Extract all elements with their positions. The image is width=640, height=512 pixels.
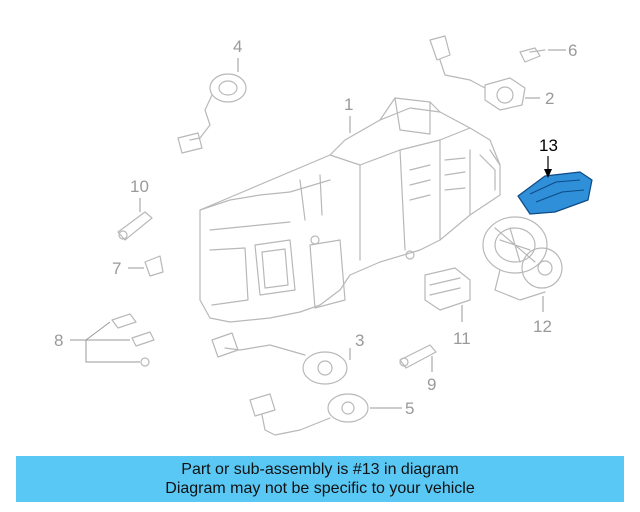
small-sensor-part[interactable] bbox=[144, 255, 164, 277]
resistor-part[interactable] bbox=[424, 267, 471, 311]
parts-diagram bbox=[70, 35, 593, 436]
screw-part[interactable] bbox=[519, 47, 546, 63]
callout-6: 6 bbox=[568, 41, 578, 60]
mode-actuator-part[interactable] bbox=[211, 332, 348, 385]
callout-12: 12 bbox=[533, 317, 552, 336]
callout-11: 11 bbox=[453, 329, 471, 348]
leader-line-8 bbox=[70, 321, 140, 363]
callout-13: 13 bbox=[539, 136, 558, 155]
callout-4: 4 bbox=[233, 37, 243, 56]
fastener-parts[interactable] bbox=[111, 313, 155, 367]
clip-part[interactable] bbox=[117, 211, 153, 241]
callout-2: 2 bbox=[545, 89, 555, 108]
info-banner: Part or sub-assembly is #13 in diagram D… bbox=[16, 456, 624, 502]
callout-1: 1 bbox=[344, 95, 354, 114]
leader-line-13 bbox=[544, 156, 552, 178]
banner-line-disclaimer: Diagram may not be specific to your vehi… bbox=[165, 480, 475, 497]
callout-3: 3 bbox=[355, 331, 365, 350]
sensor-part[interactable] bbox=[177, 73, 247, 154]
callout-8: 8 bbox=[54, 331, 64, 350]
blower-motor-part[interactable] bbox=[482, 216, 563, 301]
lever-part[interactable] bbox=[399, 344, 437, 369]
hvac-housing-part[interactable] bbox=[199, 97, 501, 323]
callout-9: 9 bbox=[427, 375, 437, 394]
door-actuator-part[interactable] bbox=[249, 393, 369, 436]
actuator-part[interactable] bbox=[429, 35, 526, 111]
control-module-part-13[interactable] bbox=[517, 171, 593, 215]
callout-5: 5 bbox=[405, 399, 415, 418]
callout-10: 10 bbox=[130, 177, 149, 196]
banner-line-part: Part or sub-assembly is #13 in diagram bbox=[181, 461, 459, 478]
callout-7: 7 bbox=[112, 259, 122, 278]
